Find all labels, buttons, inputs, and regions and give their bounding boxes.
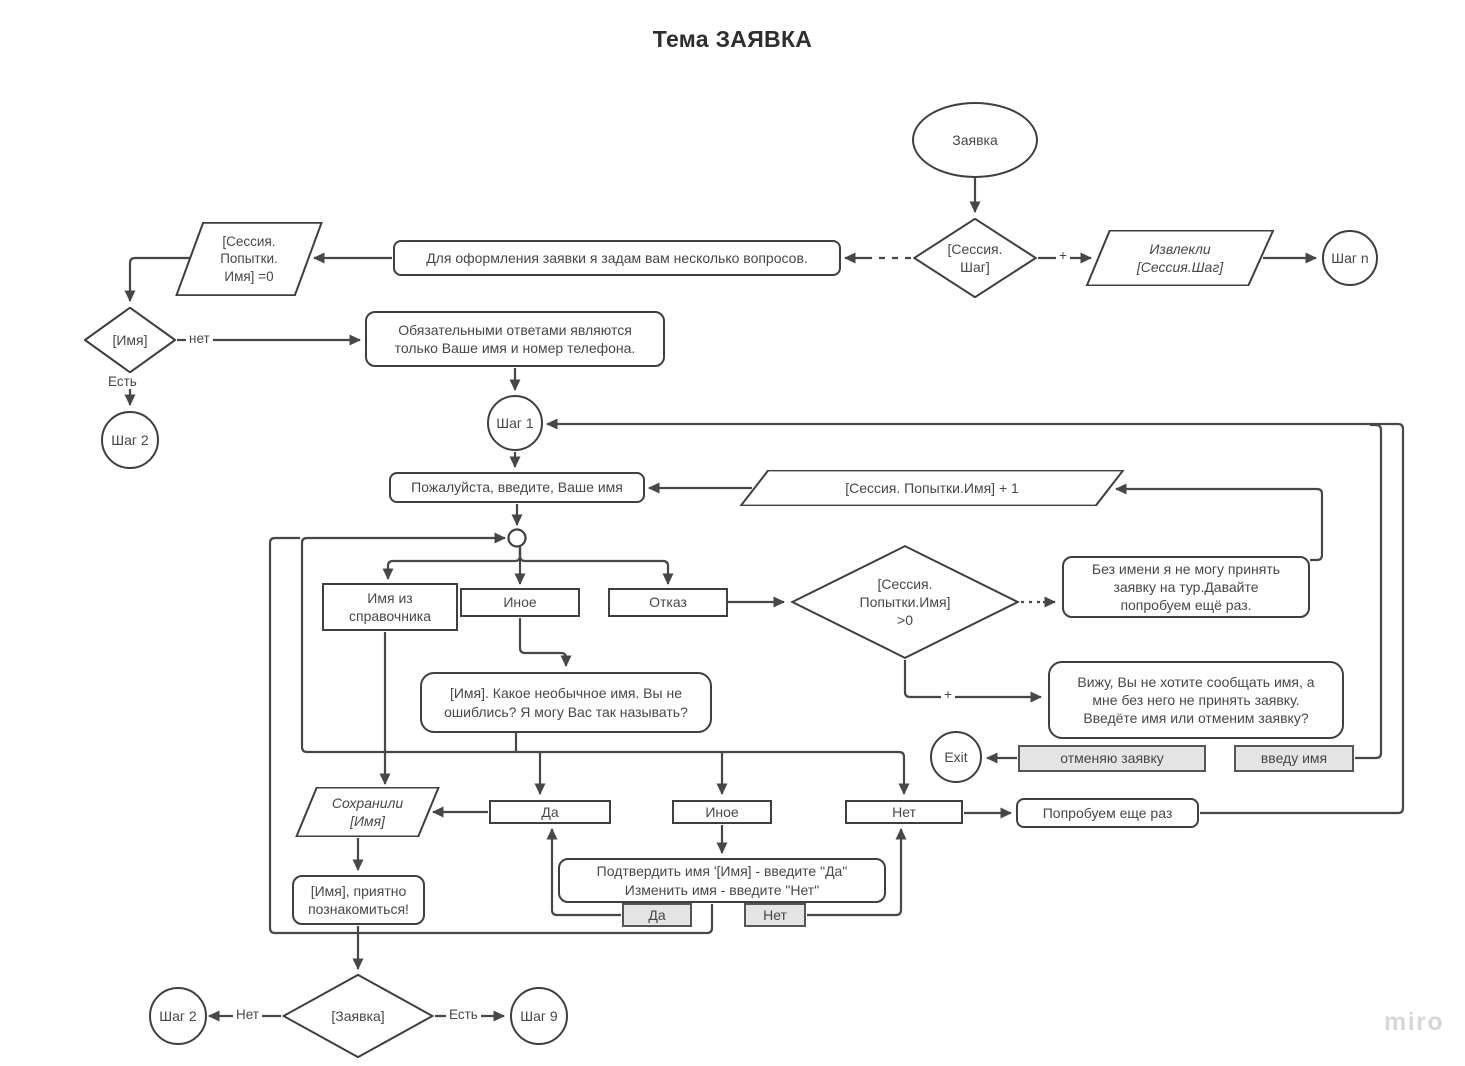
decision-session-step[interactable]: [Сессия. Шаг] <box>913 218 1037 298</box>
step-1-circle[interactable]: Шаг 1 <box>487 395 543 451</box>
step-2-top-circle[interactable]: Шаг 2 <box>101 411 159 469</box>
exit-circle[interactable]: Exit <box>930 731 982 783</box>
message-intro[interactable]: Для оформления заявки я задам вам нескол… <box>393 240 841 276</box>
message-unusual-name[interactable]: [Имя]. Какое необычное имя. Вы не ошибли… <box>420 672 712 733</box>
process-other-1[interactable]: Иное <box>460 588 580 617</box>
message-required-answers[interactable]: Обязательными ответами являются только В… <box>365 311 665 367</box>
page-title[interactable]: Тема ЗАЯВКА <box>652 26 813 52</box>
edge-label-no-bottom[interactable]: Нет <box>233 1007 262 1022</box>
miro-logo: miro <box>1384 1008 1445 1036</box>
edge-label-plus-top[interactable]: + <box>1056 248 1070 263</box>
message-ask-name[interactable]: Пожалуйста, введите, Ваше имя <box>389 472 645 503</box>
decision-name-exists[interactable]: [Имя] <box>84 307 176 373</box>
data-attempts-zero[interactable]: [Сессия. Попытки. Имя] =0 <box>175 222 323 296</box>
step-2-bottom-circle[interactable]: Шаг 2 <box>149 987 207 1045</box>
message-try-again[interactable]: Попробуем еще раз <box>1016 798 1199 828</box>
edge-label-yes-top[interactable]: Есть <box>105 374 140 389</box>
step-n-circle[interactable]: Шаг n <box>1322 230 1378 286</box>
process-other-2[interactable]: Иное <box>672 800 772 824</box>
decision-attempts-gt0[interactable]: [Сессия. Попытки.Имя] >0 <box>790 545 1020 659</box>
reply-cancel-request[interactable]: отменяю заявку <box>1018 745 1206 772</box>
process-yes[interactable]: Да <box>489 800 611 824</box>
data-attempts-increment[interactable]: [Сессия. Попытки.Имя] + 1 <box>737 470 1127 506</box>
message-no-name-retry[interactable]: Без имени я не могу принять заявку на ту… <box>1062 556 1310 618</box>
data-saved-name[interactable]: Сохранили [Имя] <box>295 787 440 837</box>
process-name-from-dict[interactable]: Имя из справочника <box>322 583 458 631</box>
message-no-name-final[interactable]: Вижу, Вы не хотите сообщать имя, а мне б… <box>1048 661 1344 739</box>
edge-label-plus-mid[interactable]: + <box>941 687 955 702</box>
edge-label-yes-bottom[interactable]: Есть <box>446 1007 481 1022</box>
reply-yes[interactable]: Да <box>622 903 692 927</box>
terminator-start[interactable]: Заявка <box>912 102 1038 178</box>
process-no[interactable]: Нет <box>845 800 963 824</box>
junction-point <box>507 528 527 548</box>
data-extracted-session-step[interactable]: Извлекли [Сессия.Шаг] <box>1085 230 1275 286</box>
process-refuse[interactable]: Отказ <box>608 588 728 617</box>
message-nice-to-meet[interactable]: [Имя], приятно познакомиться! <box>292 875 425 925</box>
step-9-circle[interactable]: Шаг 9 <box>510 987 568 1045</box>
reply-enter-name[interactable]: введу имя <box>1234 745 1354 772</box>
decision-request-exists[interactable]: [Заявка] <box>282 974 434 1058</box>
reply-no[interactable]: Нет <box>744 903 806 927</box>
edge-label-no-top[interactable]: нет <box>186 331 213 346</box>
message-confirm-name[interactable]: Подтвердить имя '[Имя] - введите "Да" Из… <box>558 858 886 903</box>
